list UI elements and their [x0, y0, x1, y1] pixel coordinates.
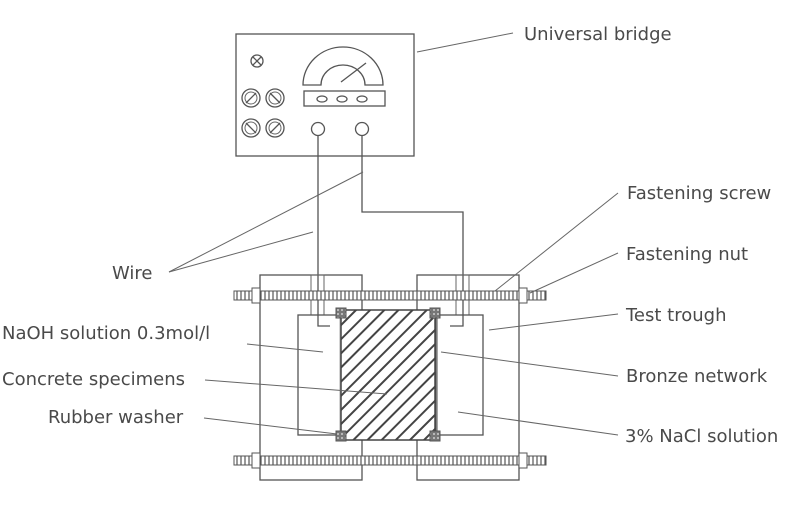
universal-bridge: [235, 33, 415, 157]
rubber-washers: [335, 307, 441, 442]
meter-gauge-icon: [302, 46, 384, 86]
wires: [317, 136, 464, 316]
label-test-trough: Test trough: [625, 305, 727, 326]
fastening-nut-left: [251, 287, 261, 304]
knob-icons: [241, 88, 285, 138]
terminal-right: [354, 121, 370, 137]
label-fastening-nut: Fastening nut: [626, 244, 748, 265]
label-naoh-solution: NaOH solution 0.3mol/l: [2, 323, 210, 344]
label-universal-bridge: Universal bridge: [524, 24, 672, 45]
concrete-specimen: [340, 309, 436, 441]
fastening-screw-top: [233, 287, 547, 304]
label-bronze-network: Bronze network: [626, 366, 768, 387]
fastening-nut-right: [518, 287, 528, 304]
leader-lines: [168, 32, 619, 436]
label-nacl-solution: 3% NaCl solution: [625, 426, 778, 447]
label-concrete-specimens: Concrete specimens: [2, 369, 185, 390]
terminal-left: [310, 121, 326, 137]
nacl-solution-area: [435, 314, 484, 436]
label-rubber-washer: Rubber washer: [48, 407, 184, 428]
fastening-screw-bottom: [233, 452, 547, 469]
label-fastening-screw: Fastening screw: [627, 183, 771, 204]
label-wire: Wire: [112, 263, 152, 284]
naoh-solution-area: [297, 314, 342, 436]
display-panel: [303, 90, 386, 107]
indicator-lamp-icon: [250, 54, 264, 68]
